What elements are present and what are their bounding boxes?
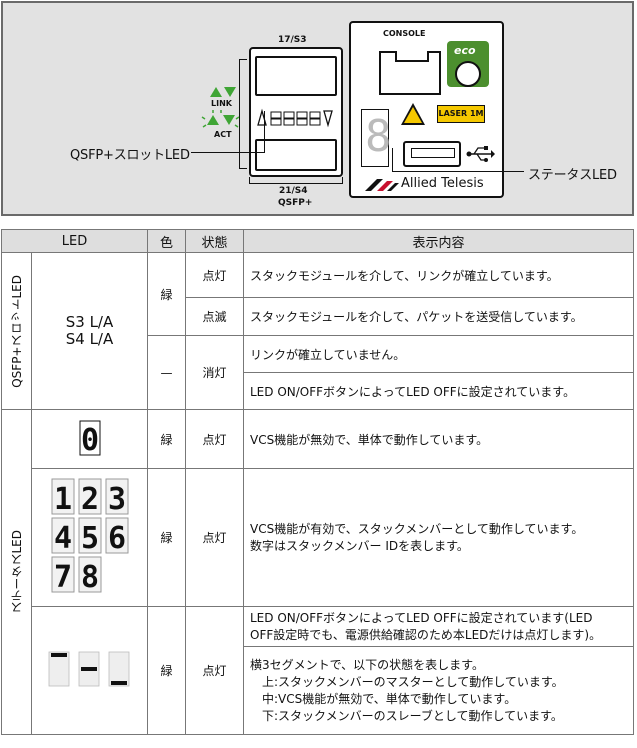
description-cell: スタックモジュールを介して、パケットを送受信しています。 (243, 297, 634, 336)
table-row: 横3セグメントで、以下の状態を表します。 上:スタックメンバーのマスターとして動… (2, 646, 634, 735)
description-cell: LED ON/OFFボタンによってLED OFFに設定されています(LED OF… (243, 606, 634, 647)
state-cell: 点灯 (185, 606, 244, 735)
seven-segment-digit (51, 556, 74, 593)
callout-line (191, 152, 264, 153)
table-row: 緑 点灯 LED ON/OFFボタンによってLED OFFに設定されています(L… (2, 606, 634, 735)
group-label-qsfp: QSFP+スロットLED (1, 252, 32, 410)
seven-segment-digit-label: 1 (53, 482, 71, 517)
group-label-status: ステータスLED (1, 409, 32, 735)
qsfp-top-label: 17/S3 (278, 35, 307, 45)
seven-segment-horizontal-icon (48, 651, 129, 687)
bracket-line (239, 59, 247, 60)
qsfp-port-upper (255, 56, 337, 96)
seven-segment-digit-label: 4 (53, 521, 71, 556)
seven-segment-digit-label: 7 (53, 560, 71, 595)
allied-telesis-logo-icon (365, 179, 399, 191)
device-front-panel-diagram: 17/S3 LINK ACT (1, 1, 634, 216)
seven-segment-digit-label: 5 (80, 521, 98, 556)
usb-symbol-icon (466, 146, 495, 162)
color-cell: 緑 (147, 606, 186, 735)
bracket-line (249, 183, 343, 184)
console-status-module: CONSOLE eco 8 LASER 1M Allied T (349, 21, 504, 198)
eco-label: eco (454, 44, 476, 57)
qsfp-led-callout: QSFP+スロットLED (70, 148, 190, 163)
color-cell: 緑 (147, 252, 186, 336)
seven-segment-digit-label: 8 (80, 560, 98, 595)
color-cell: 緑 (147, 409, 186, 469)
laser-label: LASER 1M (437, 105, 485, 123)
seven-segment-digit (51, 517, 74, 554)
callout-line (392, 171, 524, 172)
table-row: QSFP+スロットLED S3 L/A S4 L/A 緑 点灯 スタックモジュー… (1, 252, 634, 410)
qsfp-port-lower (255, 139, 337, 171)
led-name-qsfp: S3 L/A S4 L/A (31, 252, 148, 410)
description-cell: スタックモジュールを介して、リンクが確立しています。 (243, 252, 634, 298)
led-status-table: LED 色 状態 表示内容 QSFP+スロットLED S3 L/A S4 L/A… (1, 229, 634, 735)
act-led-blink-icon (201, 110, 240, 128)
color-cell: 緑 (147, 468, 186, 607)
seven-segment-0-icon: 0 (79, 420, 100, 458)
table-header-row: LED 色 状態 表示内容 (1, 229, 634, 253)
seven-seg-cell (31, 606, 148, 735)
seven-segment-digit (78, 478, 101, 515)
seven-segment-digit (78, 517, 101, 554)
console-label: CONSOLE (383, 29, 426, 38)
header-led: LED (1, 229, 148, 253)
link-label: LINK (211, 99, 232, 108)
seven-segment-digit (105, 517, 128, 554)
bracket-line (249, 177, 250, 184)
status-seven-segment-icon: 8 (361, 109, 392, 167)
callout-line (392, 148, 393, 172)
link-led-icon (210, 87, 236, 97)
description-cell: LED ON/OFFボタンによってLED OFFに設定されています。 (243, 372, 634, 410)
table-row: — 消灯 リンクが確立していません。 (2, 335, 634, 410)
status-led-callout: ステータスLED (528, 168, 617, 183)
table-row: LED ON/OFFボタンによってLED OFFに設定されています。 (2, 372, 634, 410)
description-cell: 横3セグメントで、以下の状態を表します。 上:スタックメンバーのマスターとして動… (243, 646, 634, 735)
state-cell: 点灯 (185, 468, 244, 607)
header-color: 色 (147, 229, 186, 253)
seven-segment-digit (51, 478, 74, 515)
state-cell: 点灯 (185, 252, 244, 298)
console-port-icon (379, 51, 441, 95)
table-row: ステータスLED 0 緑 点灯 VCS機能が無効で、単体で動作しています。 (1, 409, 634, 735)
state-cell: 消灯 (185, 335, 244, 410)
svg-text:0: 0 (80, 423, 98, 456)
seven-segment-digit (78, 556, 101, 593)
brand-logo: Allied Telesis (357, 175, 498, 195)
state-cell: 点滅 (185, 297, 244, 336)
bracket-line (239, 168, 247, 169)
act-label: ACT (214, 130, 232, 139)
description-cell: VCS機能が有効で、スタックメンバーとして動作しています。 数字はスタックメンバ… (243, 468, 634, 607)
seven-segment-digit-label: 3 (107, 482, 125, 517)
bracket-line (342, 177, 343, 184)
seven-segment-digit-label: 2 (80, 482, 98, 517)
description-cell: リンクが確立していません。 (243, 335, 634, 373)
table-row: 点滅 スタックモジュールを介して、パケットを送受信しています。 (2, 297, 634, 336)
eco-button-icon: eco (447, 41, 489, 87)
description-cell: VCS機能が無効で、単体で動作しています。 (243, 409, 634, 469)
usb-port-icon (403, 141, 461, 167)
seven-segment-digit-label: 6 (107, 521, 125, 556)
color-cell: — (147, 335, 186, 410)
callout-line (264, 111, 265, 153)
bracket-line (239, 59, 240, 169)
header-description: 表示内容 (243, 229, 634, 253)
header-state: 状態 (185, 229, 244, 253)
qsfp-bottom-label-1: 21/S4 (279, 186, 308, 196)
seven-segment-digit (105, 478, 128, 515)
qsfp-led-row (255, 107, 337, 129)
seven-seg-cell: 0 (31, 409, 148, 469)
qsfp-bottom-label-2: QSFP+ (278, 198, 313, 208)
brand-name: Allied Telesis (401, 176, 484, 191)
state-cell: 点灯 (185, 409, 244, 469)
laser-warning-icon (401, 103, 425, 125)
